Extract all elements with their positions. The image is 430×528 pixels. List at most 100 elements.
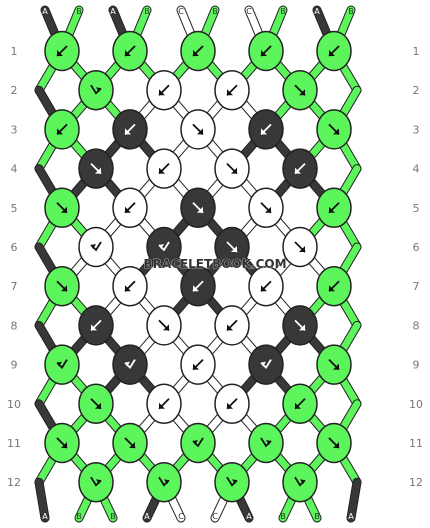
arrowhead-icon [329,285,335,292]
arrowhead-icon [163,324,169,331]
knot-r6-k1 [78,226,114,268]
row-label-right: 3 [413,123,420,136]
knot-shape [78,226,114,268]
strand-bottom-9 [347,478,361,522]
row-label-right: 9 [413,359,420,372]
arrowhead-icon [232,479,237,485]
bottom-strand-label: B [314,512,320,521]
arrowhead-icon [125,285,131,292]
knot-shape [214,461,250,503]
knot-r5-k4 [248,187,284,229]
arrowhead-icon [261,361,266,367]
bottom-strand-label: B [76,512,82,521]
knot-shape [44,344,80,385]
knot-r2-k1 [78,69,114,111]
top-strand-label: B [280,7,286,16]
arrowhead-icon [95,167,101,174]
knot-r7-k4 [248,265,284,307]
arrowhead-icon [61,442,67,448]
arrowhead-icon [193,363,199,370]
arrowhead-icon [197,206,203,213]
arrowhead-icon [95,402,101,409]
arrowhead-icon [129,442,135,448]
arrowhead-icon [91,324,97,331]
knot-r9-k5 [316,344,352,385]
arrowhead-icon [57,361,62,367]
row-label-right: 4 [413,163,420,176]
knot-r7-k5 [316,265,352,307]
knot-r12-k4 [282,461,318,503]
knot-r5-k2 [112,187,148,229]
knot-shape [282,461,318,503]
row-label-left: 10 [7,398,21,411]
arrowhead-icon [333,128,339,135]
top-strand-label: B [348,7,354,16]
knot-shape [146,226,182,268]
bottom-strand-label: C [212,512,218,521]
top-strand-label: B [144,7,150,16]
row-label-left: 4 [11,163,18,176]
arrowhead-icon [231,167,237,174]
arrowhead-icon [96,479,101,485]
arrowhead-icon [193,440,198,445]
knot-r4-k2 [146,148,182,189]
knot-r12-k1 [78,461,114,503]
top-strand-label: B [76,7,82,16]
strand-bottom-0 [35,478,49,522]
arrowhead-icon [227,89,233,96]
arrowhead-icon [231,246,237,252]
knot-r8-k1 [78,305,114,346]
arrowhead-icon [329,50,335,56]
row-label-left: 8 [11,319,18,332]
knot-r5-k5 [316,187,352,229]
row-label-right: 6 [413,241,420,254]
knot-r3-k5 [316,109,352,150]
knot-shape [248,422,284,464]
row-label-left: 2 [11,84,18,97]
arrowhead-icon [261,50,267,56]
knot-r6-k3 [214,226,250,268]
top-strand-label: C [246,7,252,16]
knot-shape [78,461,114,503]
knot-r3-k1 [44,109,80,150]
knot-r10-k1 [78,383,114,425]
arrowhead-icon [227,402,233,409]
arrowhead-icon [125,361,130,367]
knot-r7-k1 [44,265,80,307]
knot-r2-k3 [214,69,250,111]
knot-r8-k2 [146,305,182,346]
arrowhead-icon [299,89,305,96]
arrowhead-icon [159,167,165,174]
arrowhead-icon [96,87,101,93]
knot-r7-k3 [180,265,216,307]
arrowhead-icon [91,244,96,249]
row-label-left: 11 [7,437,21,450]
arrowhead-icon [197,128,203,135]
knot-shape [112,344,148,385]
row-label-right: 5 [413,202,420,215]
knot-r9-k3 [180,344,216,385]
row-label-right: 1 [413,45,420,58]
bottom-strand-label: B [280,512,286,521]
row-label-right: 7 [413,280,420,293]
arrowhead-icon [329,206,335,213]
knot-r11-k3 [180,422,216,464]
knot-shape [78,69,114,111]
arrowhead-icon [299,246,305,252]
knot-r4-k4 [282,148,318,189]
knot-r1-k2 [112,30,148,72]
row-label-left: 5 [11,202,18,215]
row-label-right: 8 [413,319,420,332]
row-label-right: 10 [409,398,423,411]
row-label-left: 1 [11,45,18,58]
arrowhead-icon [300,479,305,485]
arrowhead-icon [227,324,233,331]
knot-r10-k4 [282,383,318,425]
knot-r6-k4 [282,226,318,268]
knots-layer [44,30,352,503]
bottom-strand-label: A [144,512,150,521]
row-label-left: 12 [7,476,21,489]
knot-r4-k3 [214,148,250,189]
knot-r9-k2 [112,344,148,385]
